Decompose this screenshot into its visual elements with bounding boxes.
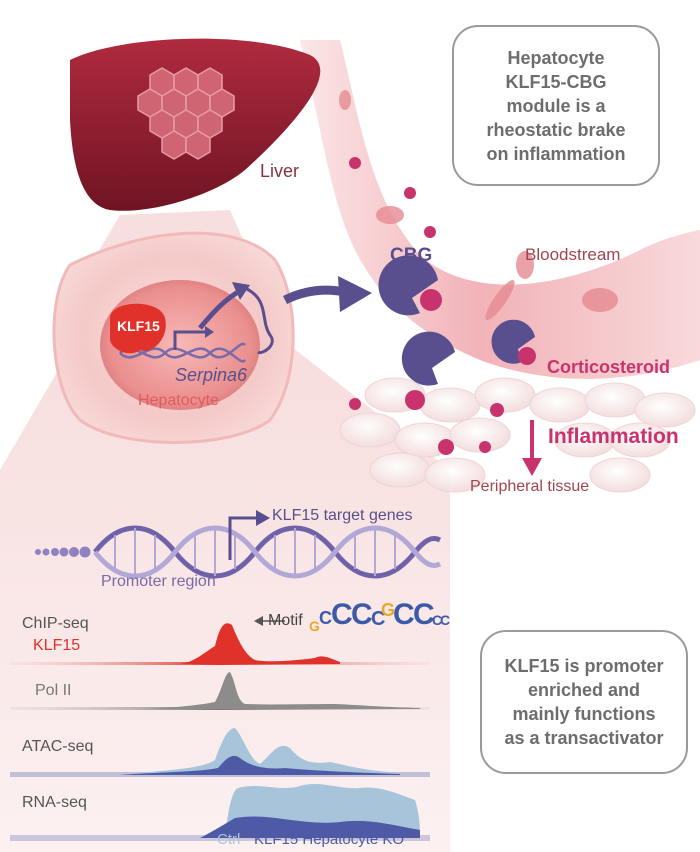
tss-arrow-small: [173, 330, 205, 350]
cbg-molecules: [378, 255, 536, 386]
secretion-arrowhead: [338, 276, 372, 312]
bloodstream-label: Bloodstream: [525, 245, 621, 264]
klf15-protein: [110, 303, 166, 354]
motif-letter-9: C: [432, 612, 443, 628]
promoter-dna: [35, 525, 442, 579]
hepatocyte-label: Hepatocyte: [138, 392, 219, 409]
track-atac: [10, 728, 430, 777]
track-chip-klf15-label: KLF15: [33, 637, 81, 654]
summary-1-line-4: rheostatic brake: [486, 119, 626, 140]
liver-label: Liver: [260, 161, 300, 181]
secretion-arrow: [282, 285, 346, 305]
summary-box-transactivator: KLF15 is promoter enriched and mainly fu…: [480, 630, 688, 774]
inflammation-down-arrowhead: [522, 458, 542, 476]
summary-2-line-1: KLF15 is promoter: [504, 656, 664, 676]
corticosteroid-dots: [349, 157, 504, 455]
motif-letter-7: C: [393, 598, 415, 631]
summary-2-line-2: enriched and: [527, 680, 641, 700]
zoom-cone: [0, 330, 450, 852]
motif-pointer-head: [254, 616, 263, 626]
transcription-arrow: [198, 289, 240, 330]
motif-letter-6: G: [381, 600, 396, 620]
transcription-arrowhead: [232, 282, 250, 300]
corticosteroid-label: Corticosteroid: [547, 357, 671, 377]
promoter-region-label: Promoter region: [101, 573, 216, 590]
tss-arrowhead-large: [256, 510, 270, 526]
summary-box-rheostatic-brake: Hepatocyte KLF15-CBG module is a rheosta…: [452, 25, 660, 186]
summary-2-line-3: mainly functions: [512, 704, 656, 724]
track-atac-label: ATAC-seq: [22, 738, 94, 755]
track-pol2-label: Pol II: [35, 682, 72, 699]
summary-1-line-3: module is a: [506, 95, 606, 116]
nucleus-dna: [119, 342, 247, 363]
mrna-strand: [244, 286, 274, 355]
track-pol2: [10, 672, 430, 710]
motif-letter-3: C: [331, 598, 353, 631]
motif-letter-8: C: [413, 598, 435, 631]
peripheral-tissue-label: Peripheral tissue: [470, 478, 590, 495]
motif-letter-4: C: [351, 598, 373, 631]
motif-logo: G C C C C G C C C C: [309, 598, 451, 638]
tss-arrow-large: [228, 516, 258, 560]
legend-ctrl: Ctrl: [217, 831, 241, 848]
summary-1-line-2: KLF15-CBG: [505, 71, 607, 92]
tss-arrowhead-small: [205, 326, 214, 338]
cbg-label: CBG: [390, 245, 433, 266]
summary-1-line-5: on inflammation: [486, 143, 626, 164]
summary-2-line-4: as a transactivator: [504, 728, 664, 748]
liver-organ: [70, 38, 321, 211]
red-blood-cells: [339, 90, 618, 320]
motif-letter-1: G: [309, 618, 320, 634]
motif-label: Motif: [268, 612, 303, 629]
track-chip-klf15: [10, 623, 430, 665]
legend-ko: KLF15 Hepatocyte KO: [254, 831, 405, 848]
track-chip-assay-label: ChIP-seq: [22, 615, 89, 632]
motif-letter-2: C: [319, 608, 332, 628]
track-rna-label: RNA-seq: [22, 794, 87, 811]
inflammation-label: Inflammation: [548, 425, 679, 448]
summary-1-line-1: Hepatocyte: [507, 47, 605, 68]
motif-letter-10: C: [440, 612, 451, 628]
motif-letter-5: C: [371, 608, 386, 630]
peripheral-tissue: [339, 377, 696, 493]
target-genes-label: KLF15 target genes: [272, 507, 413, 524]
klf15-protein-label: KLF15: [117, 318, 160, 334]
track-rna: [10, 784, 430, 841]
serpina6-label: Serpina6: [175, 365, 248, 385]
